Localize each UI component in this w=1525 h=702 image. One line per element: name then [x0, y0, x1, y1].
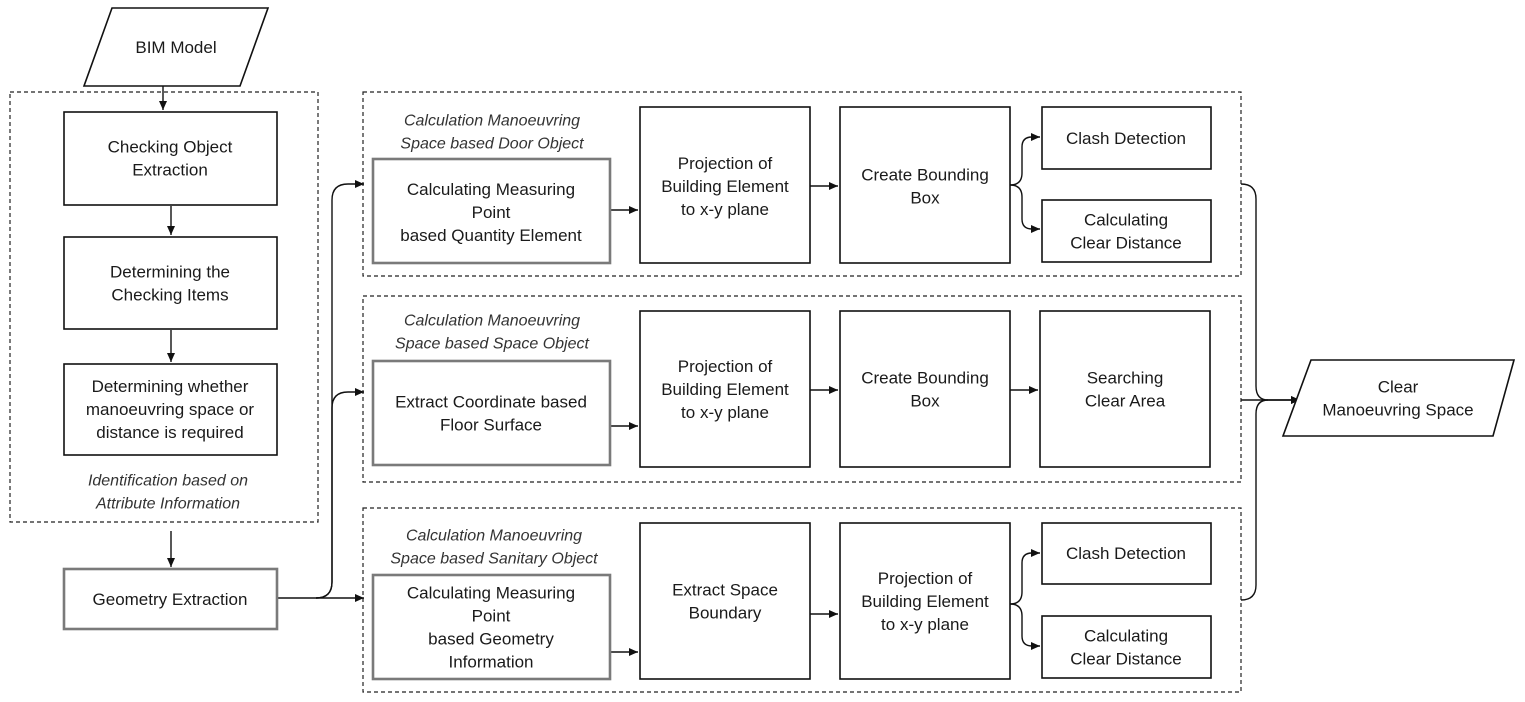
sanitary-calculating-measuring-point-box[interactable]	[371, 573, 612, 681]
san-calc-label-line: Point	[472, 607, 511, 626]
checking-object-label-line: Extraction	[132, 161, 208, 180]
door-calc-label-line: Point	[472, 203, 511, 222]
door-clash-detection-box[interactable]	[1041, 106, 1212, 170]
space-group-caption-line: Space based Space Object	[395, 336, 589, 353]
san-proj-label-line: Projection of	[878, 569, 973, 588]
space-group-caption-line: Calculation Manoeuvring	[404, 313, 580, 330]
space-projection-box[interactable]	[639, 310, 811, 468]
bim-model-label-line: BIM Model	[135, 38, 216, 57]
door-proj-label-line: to x-y plane	[681, 200, 769, 219]
door-create-bounding-box[interactable]	[839, 106, 1011, 264]
bim-model-input[interactable]	[82, 7, 270, 87]
san-extract-label-line: Extract Space	[672, 581, 778, 600]
door-proj-label: Projection of Building Element to x-y plan…	[661, 154, 789, 219]
geometry-extraction-label: Geometry Extraction	[93, 590, 248, 609]
determining-items-label-line: Determining the	[110, 263, 230, 282]
identification-caption-line: Attribute Information	[95, 496, 240, 513]
san-clear-label-line: Calculating	[1084, 627, 1168, 646]
space-proj-label-line: to x-y plane	[681, 403, 769, 422]
determining-whether-label-line: manoeuvring space or	[86, 400, 255, 419]
determining-whether-label: Determining whether manoeuvring space or d…	[86, 377, 255, 442]
door-calculating-measuring-point-box[interactable]	[371, 157, 612, 265]
sanitary-extract-space-boundary-box[interactable]	[639, 522, 811, 680]
door-proj-label-line: Projection of	[678, 154, 773, 173]
san-extract-label-line: Boundary	[689, 604, 762, 623]
clear-manoeuvring-space-output[interactable]	[1281, 359, 1516, 437]
door-calc-label-line: based Quantity Element	[400, 226, 582, 245]
space-extract-coordinate-box[interactable]	[371, 359, 612, 467]
sanitary-group-caption-line: Calculation Manoeuvring	[406, 528, 582, 545]
door-bbox-label-line: Box	[910, 189, 940, 208]
space-proj-label-line: Projection of	[678, 357, 773, 376]
sanitary-calculating-clear-distance-box[interactable]	[1041, 615, 1212, 679]
sanitary-projection-box[interactable]	[839, 522, 1011, 680]
identification-caption-line: Identification based on	[88, 473, 248, 490]
san-proj-label-line: Building Element	[861, 592, 989, 611]
space-create-bounding-box[interactable]	[839, 310, 1011, 468]
door-calc-label-line: Calculating Measuring	[407, 180, 575, 199]
sanitary-clash-detection-box[interactable]	[1041, 522, 1212, 585]
door-group-caption-line: Calculation Manoeuvring	[404, 113, 580, 130]
space-bbox-label-line: Create Bounding	[861, 369, 989, 388]
output-label-line: Manoeuvring Space	[1322, 401, 1473, 420]
space-proj-label-line: Building Element	[661, 380, 789, 399]
identification-group	[9, 91, 319, 523]
sanitary-group-caption-line: Space based Sanitary Object	[390, 551, 598, 568]
san-clash-label: Clash Detection	[1066, 544, 1186, 563]
bim-model-label: BIM Model	[135, 38, 216, 57]
space-extract-label-line: Floor Surface	[440, 416, 542, 435]
space-searching-clear-area-box[interactable]	[1039, 310, 1211, 468]
space-search-label-line: Searching	[1087, 369, 1164, 388]
determining-whether-label-line: Determining whether	[92, 377, 249, 396]
identification-caption: Identification based on Attribute Informa…	[88, 473, 248, 513]
output-label-line: Clear	[1378, 378, 1419, 397]
san-proj-label-line: to x-y plane	[881, 615, 969, 634]
space-search-label-line: Clear Area	[1085, 392, 1166, 411]
san-calc-label-line: Calculating Measuring	[407, 584, 575, 603]
door-clash-label-line: Clash Detection	[1066, 129, 1186, 148]
checking-object-extraction-box[interactable]	[63, 111, 278, 206]
door-clear-label-line: Calculating	[1084, 211, 1168, 230]
space-bbox-label-line: Box	[910, 392, 940, 411]
san-clear-label-line: Clear Distance	[1070, 650, 1182, 669]
san-calc-label-line: based Geometry	[428, 630, 554, 649]
space-extract-label-line: Extract Coordinate based	[395, 393, 587, 412]
determining-items-label-line: Checking Items	[111, 286, 228, 305]
door-group-caption-line: Space based Door Object	[400, 136, 584, 153]
checking-object-label-line: Checking Object	[108, 138, 233, 157]
door-proj-label-line: Building Element	[661, 177, 789, 196]
door-bbox-label-line: Create Bounding	[861, 166, 989, 185]
door-calculating-clear-distance-box[interactable]	[1041, 199, 1212, 263]
san-proj-label: Projection of Building Element to x-y plan…	[861, 569, 989, 634]
space-proj-label: Projection of Building Element to x-y plan…	[661, 357, 789, 422]
door-projection-box[interactable]	[639, 106, 811, 264]
determining-whether-label-line: distance is required	[96, 423, 243, 442]
door-clash-label: Clash Detection	[1066, 129, 1186, 148]
geometry-extraction-label-line: Geometry Extraction	[93, 590, 248, 609]
san-clash-label-line: Clash Detection	[1066, 544, 1186, 563]
san-calc-label-line: Information	[448, 653, 533, 672]
determining-checking-items-box[interactable]	[63, 236, 278, 330]
door-clear-label-line: Clear Distance	[1070, 234, 1182, 253]
determining-whether-box[interactable]	[63, 363, 278, 456]
connectors	[159, 86, 1300, 656]
geometry-extraction-box[interactable]	[62, 567, 279, 631]
